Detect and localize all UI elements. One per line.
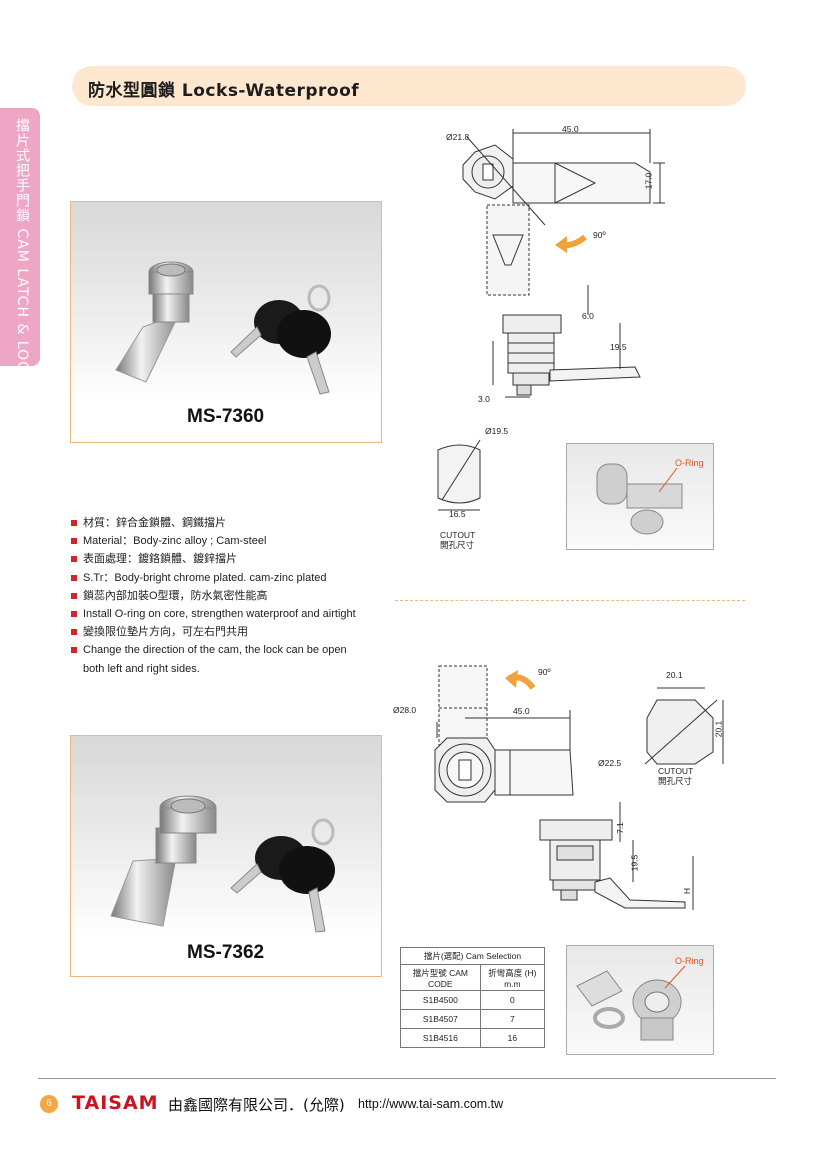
spec-item: S.Tr：Body-bright chrome plated. cam-zinc… (70, 569, 390, 587)
brand-logo: TAISAM (72, 1092, 159, 1114)
lock-product-image (110, 795, 335, 933)
cutout-width: 20.1 (666, 670, 683, 680)
dim-diameter: Ø21.8 (446, 132, 470, 142)
cutout-diameter: Ø19.5 (485, 426, 509, 436)
oring-label: O-Ring (675, 458, 704, 468)
lock-product-image (115, 261, 331, 395)
oring-label: O-Ring (675, 956, 704, 966)
oring-lock-image (576, 965, 686, 1041)
spec-item: 鎖蕊內部加裝O型環，防水氣密性能高 (70, 587, 390, 605)
cutout-diagram-1 (437, 439, 481, 511)
dim-length: 45.0 (513, 706, 530, 716)
product-photo-ms7362: MS-7362 (70, 735, 382, 977)
dim-height: 17.0 (643, 172, 654, 190)
spec-list: 材質：鋅合金鎖體、鋼鐵擋片 Material：Body-zinc alloy ;… (70, 514, 390, 678)
table-header: 擋片型號 CAM CODE (400, 964, 481, 991)
spec-item: Install O-ring on core, strengthen water… (70, 605, 390, 623)
dim-3: 3.0 (478, 394, 490, 404)
product-model-label: MS-7362 (187, 942, 265, 963)
page-number: 6 (40, 1095, 58, 1113)
cutout-height: 20.1 (713, 720, 724, 738)
side-category-label: 擋片式把手門鎖 CAM LATCH & LOCK (14, 118, 30, 383)
oring-inset-photo-1: O-Ring (566, 443, 714, 550)
oring-inset-photo-2: O-Ring (566, 945, 714, 1055)
dim-rotation: 90º (538, 667, 551, 677)
dim-7-1: 7.1 (614, 822, 625, 834)
dim-6: 6.0 (582, 311, 594, 321)
page-title: 防水型圓鎖 Locks-Waterproof (88, 81, 360, 101)
spec-item: Material：Body-zinc alloy ; Cam-steel (70, 532, 390, 550)
side-category-tab (0, 108, 40, 366)
company-name: 由鑫國際有限公司．(允際) (168, 1096, 345, 1114)
dim-h: H (682, 887, 693, 895)
table-title: 擋片(選配) Cam Selection (400, 947, 545, 965)
spec-item-continued: both left and right sides. (83, 662, 200, 675)
footer-divider (38, 1078, 776, 1079)
spec-item: 變換限位墊片方向，可左右門共用 (70, 623, 390, 641)
spec-item: 表面處理：鍍鉻鎖體、鍍鋅擋片 (70, 550, 390, 568)
technical-drawing-ms7360 (462, 129, 665, 398)
dim-length: 45.0 (562, 124, 579, 134)
website-link[interactable]: http://www.tai-sam.com.tw (358, 1097, 504, 1111)
header-bar (72, 66, 746, 106)
technical-drawing-ms7362 (434, 665, 724, 910)
dim-19-5: 19.5 (610, 342, 627, 352)
cutout-diameter: Ø22.5 (598, 758, 622, 768)
product-model-label: MS-7360 (187, 406, 265, 427)
product-photo-ms7360: MS-7360 (70, 201, 382, 443)
spec-item: 材質：鋅合金鎖體、鋼鐵擋片 (70, 514, 390, 532)
spec-item: Change the direction of the cam, the loc… (70, 641, 390, 659)
dim-19-5: 19.5 (629, 854, 640, 872)
cutout-width: 16.5 (449, 509, 466, 519)
oring-lock-image (596, 463, 683, 535)
dim-rotation: 90º (593, 230, 606, 240)
table-header: 折彎高度 (H) m.m (479, 964, 546, 991)
section-divider (395, 600, 745, 601)
dim-diameter: Ø28.0 (393, 705, 417, 715)
